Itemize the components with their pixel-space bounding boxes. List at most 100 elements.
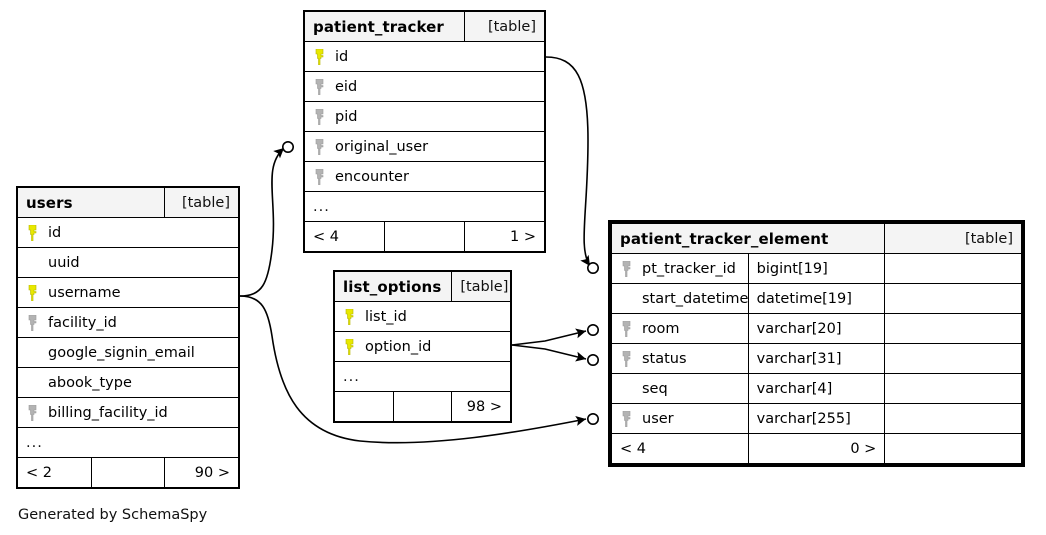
footer-middle: [90, 457, 166, 488]
table-row[interactable]: username: [17, 277, 239, 308]
primary-key-icon: [314, 48, 325, 65]
column-type: varchar[4]: [747, 373, 886, 404]
column-name: username: [48, 284, 121, 301]
table-row[interactable]: google_signin_email: [17, 337, 239, 368]
column-name: encounter: [335, 168, 409, 185]
footer-children-count: 98 >: [451, 391, 511, 422]
table-patient-tracker[interactable]: patient_tracker [table] id eid pid: [303, 10, 546, 253]
table-row[interactable]: id: [304, 41, 545, 72]
more-columns-ellipsis: ...: [304, 191, 545, 222]
table-row[interactable]: encounter: [304, 161, 545, 192]
column-name: user: [642, 410, 674, 427]
table-title: patient_tracker: [304, 11, 465, 42]
column-name: status: [642, 350, 687, 367]
edge-endpoint-optional: [586, 412, 599, 425]
foreign-key-icon: [621, 260, 632, 277]
table-row[interactable]: billing_facility_id: [17, 397, 239, 428]
table-type-tag: [table]: [884, 223, 1022, 254]
table-users[interactable]: users [table] id uuid username: [16, 186, 240, 489]
table-row-more: ...: [304, 191, 545, 222]
table-header: patient_tracker [table]: [304, 11, 545, 42]
primary-key-icon: [27, 224, 38, 241]
column-name: facility_id: [48, 314, 117, 331]
table-row[interactable]: seq varchar[4]: [611, 373, 1022, 404]
table-row[interactable]: facility_id: [17, 307, 239, 338]
column-spacer: [884, 253, 1022, 284]
column-name: room: [642, 320, 680, 337]
footer-parents-count: < 2: [17, 457, 92, 488]
table-title: patient_tracker_element: [610, 223, 886, 254]
table-footer: < 4 0 >: [611, 433, 1022, 464]
table-title: list_options: [333, 271, 453, 302]
column-name: abook_type: [48, 374, 132, 391]
footer-children-count: 90 >: [164, 457, 239, 488]
table-row[interactable]: pt_tracker_id bigint[19]: [611, 253, 1022, 284]
table-row[interactable]: pid: [304, 101, 545, 132]
footer-middle: [384, 221, 465, 252]
primary-key-icon: [344, 338, 355, 355]
table-list-options[interactable]: list_options [table] list_id option_id .…: [333, 270, 512, 423]
table-row[interactable]: list_id: [334, 301, 511, 332]
column-name: option_id: [365, 338, 432, 355]
primary-key-icon: [27, 284, 38, 301]
column-spacer: [884, 403, 1022, 434]
foreign-key-icon: [621, 320, 632, 337]
table-type-tag: [table]: [164, 187, 239, 218]
column-name: list_id: [365, 308, 407, 325]
footer-spacer: [884, 433, 1022, 464]
edge-patient-tracker-to-element: [545, 56, 591, 267]
table-header: patient_tracker_element [table]: [610, 223, 1022, 254]
foreign-key-icon: [621, 410, 632, 427]
column-spacer: [884, 373, 1022, 404]
column-name: eid: [335, 78, 358, 95]
generated-by-caption: Generated by SchemaSpy: [18, 507, 208, 523]
table-row-more: ...: [17, 427, 239, 458]
column-name: pid: [335, 108, 358, 125]
edge-users-to-patient-tracker: [239, 147, 285, 297]
footer-children-count: 1 >: [464, 221, 545, 252]
foreign-key-icon: [314, 78, 325, 95]
table-row[interactable]: uuid: [17, 247, 239, 278]
edge-endpoint-optional: [586, 261, 599, 274]
column-name: start_datetime: [642, 290, 749, 307]
column-spacer: [884, 283, 1022, 314]
edge-endpoint-optional: [281, 141, 294, 154]
table-row[interactable]: option_id: [334, 331, 511, 362]
footer-middle: [392, 391, 453, 422]
edge-endpoint-optional: [586, 323, 599, 336]
footer-children-count: 0 >: [747, 433, 886, 464]
table-type-tag: [table]: [451, 271, 511, 302]
table-row[interactable]: user varchar[255]: [611, 403, 1022, 434]
table-row[interactable]: abook_type: [17, 367, 239, 398]
column-type: varchar[20]: [747, 313, 886, 344]
foreign-key-icon: [621, 350, 632, 367]
foreign-key-icon: [27, 314, 38, 331]
table-row[interactable]: room varchar[20]: [611, 313, 1022, 344]
footer-parents-count: < 4: [611, 433, 749, 464]
table-row[interactable]: eid: [304, 71, 545, 102]
table-row[interactable]: start_datetime datetime[19]: [611, 283, 1022, 314]
column-name: id: [48, 224, 62, 241]
table-row[interactable]: id: [17, 217, 239, 248]
table-footer: 98 >: [334, 391, 511, 422]
more-columns-ellipsis: ...: [334, 361, 511, 392]
table-footer: < 4 1 >: [304, 221, 545, 252]
table-header: list_options [table]: [333, 271, 511, 302]
foreign-key-icon: [27, 404, 38, 421]
column-type: datetime[19]: [747, 283, 886, 314]
column-name: seq: [642, 380, 668, 397]
column-name: google_signin_email: [48, 344, 195, 361]
foreign-key-icon: [314, 138, 325, 155]
table-row[interactable]: status varchar[31]: [611, 343, 1022, 374]
table-row[interactable]: original_user: [304, 131, 545, 162]
table-patient-tracker-element[interactable]: patient_tracker_element [table] pt_track…: [608, 220, 1025, 467]
foreign-key-icon: [314, 168, 325, 185]
table-type-tag: [table]: [464, 11, 545, 42]
edge-list-options-to-room: [511, 328, 587, 346]
edge-list-options-to-status: [511, 344, 587, 362]
primary-key-icon: [344, 308, 355, 325]
foreign-key-icon: [314, 108, 325, 125]
column-name: original_user: [335, 138, 429, 155]
column-name: uuid: [48, 254, 80, 271]
table-title: users: [16, 187, 166, 218]
